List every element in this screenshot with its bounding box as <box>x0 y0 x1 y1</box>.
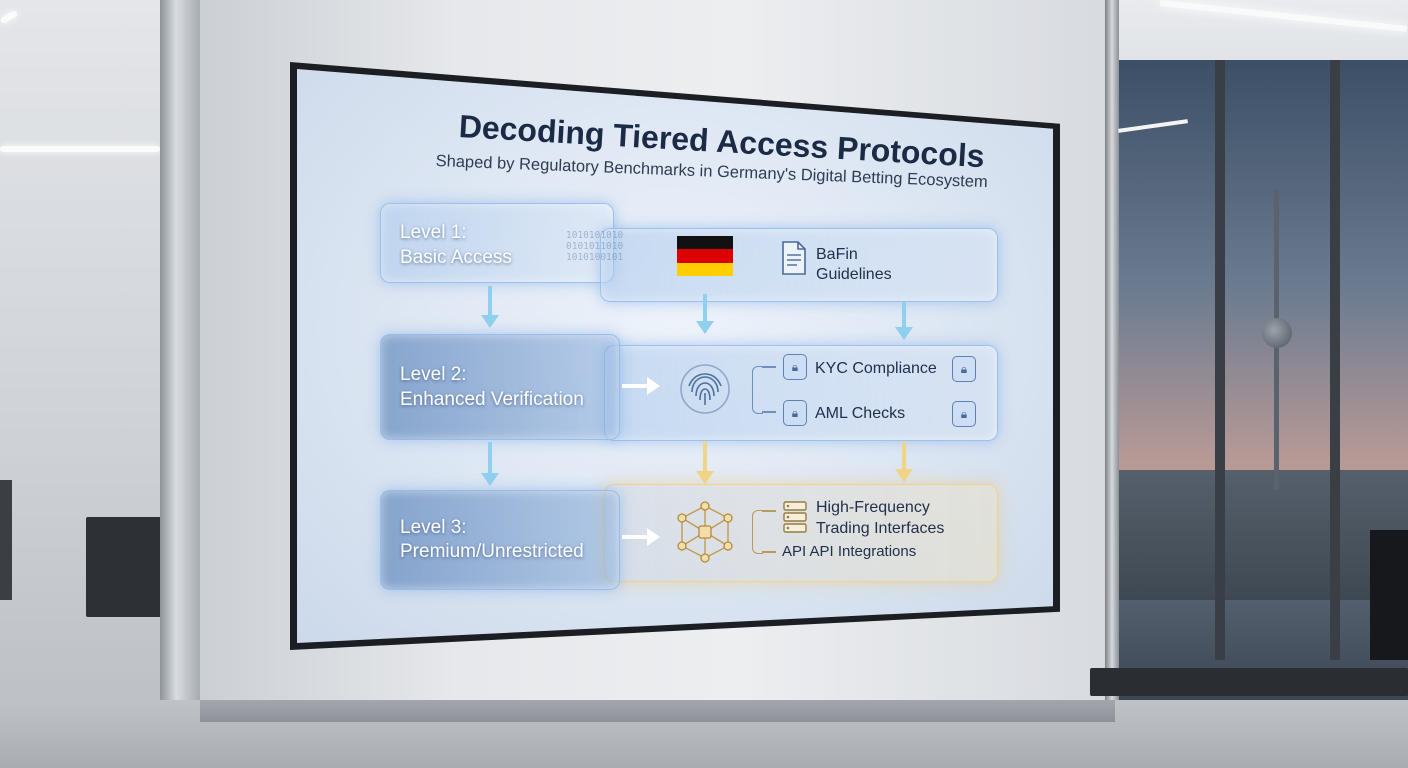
hft-label-line2: Trading Interfaces <box>816 520 945 537</box>
arrow-level1-to-level2 <box>696 294 714 334</box>
level-3-panel <box>604 484 998 582</box>
level-2-box <box>380 334 620 440</box>
arrow-to-network <box>622 528 660 546</box>
city-skyline <box>1119 470 1408 600</box>
foreground-desk <box>1090 668 1408 696</box>
lock-icon: 🔒︎ <box>791 405 799 420</box>
document-icon <box>782 241 806 275</box>
tv-tower-sphere <box>1262 318 1292 348</box>
window-mullion <box>1215 60 1225 660</box>
window-mullion <box>1330 60 1340 660</box>
guidelines-label: Guidelines <box>816 266 892 283</box>
kyc-compliance-label: KYC Compliance <box>815 360 937 377</box>
flag-stripe-black <box>677 236 733 250</box>
aml-checks-label: AML Checks <box>815 405 906 422</box>
branch-bracket <box>752 510 763 554</box>
flag-stripe-red <box>677 249 733 263</box>
arrow-level1-to-level2 <box>895 302 913 340</box>
foreground-monitor <box>1370 530 1408 660</box>
lock-icon: 🔒︎ <box>960 406 968 421</box>
hft-label-line1: High-Frequency <box>816 499 930 516</box>
network-icon <box>677 501 733 563</box>
left-glass-room <box>0 0 175 768</box>
branch-tick <box>762 551 776 553</box>
bafin-label: BaFin <box>816 246 858 263</box>
lock-icon: 🔒︎ <box>952 401 976 427</box>
arrow-level2-to-level3 <box>696 442 714 484</box>
lock-icon: 🔒︎ <box>952 356 976 382</box>
level-3-box <box>380 490 620 590</box>
arrow-level2-to-level3 <box>481 442 499 486</box>
api-integrations-label: API API Integrations <box>782 543 917 560</box>
server-icon <box>783 501 807 533</box>
level-2-subtitle: Enhanced Verification <box>400 389 584 410</box>
level-1-box <box>380 203 614 283</box>
level-3-title: Level 3: <box>400 517 467 538</box>
city-window <box>1119 60 1408 710</box>
branch-bracket <box>752 366 763 414</box>
branch-tick <box>762 411 776 413</box>
flag-germany-icon <box>677 236 733 276</box>
branch-tick <box>762 366 776 368</box>
glass-partition-frame <box>160 0 200 768</box>
branch-tick <box>762 510 776 512</box>
fingerprint-icon <box>680 364 730 414</box>
level-1-subtitle: Basic Access <box>400 247 512 268</box>
lock-icon: 🔒︎ <box>960 361 968 376</box>
binary-pattern: 1010101010 0101011010 1010100101 <box>566 230 624 263</box>
flag-stripe-gold <box>677 262 733 276</box>
lock-icon: 🔒︎ <box>791 359 799 374</box>
arrow-level1-to-level2 <box>481 286 499 328</box>
background-desk <box>86 517 164 617</box>
arrow-level2-to-level3 <box>895 442 913 482</box>
level-3-subtitle: Premium/Unrestricted <box>400 541 584 562</box>
level-2-title: Level 2: <box>400 364 467 385</box>
background-chair <box>0 480 12 600</box>
arrow-to-fingerprint <box>622 377 660 395</box>
lock-icon: 🔒︎ <box>783 354 807 380</box>
window-frame <box>1105 0 1119 700</box>
level-1-title: Level 1: <box>400 222 467 243</box>
ceiling-light <box>0 146 160 152</box>
lock-icon: 🔒︎ <box>783 400 807 426</box>
baseboard <box>200 700 1115 722</box>
